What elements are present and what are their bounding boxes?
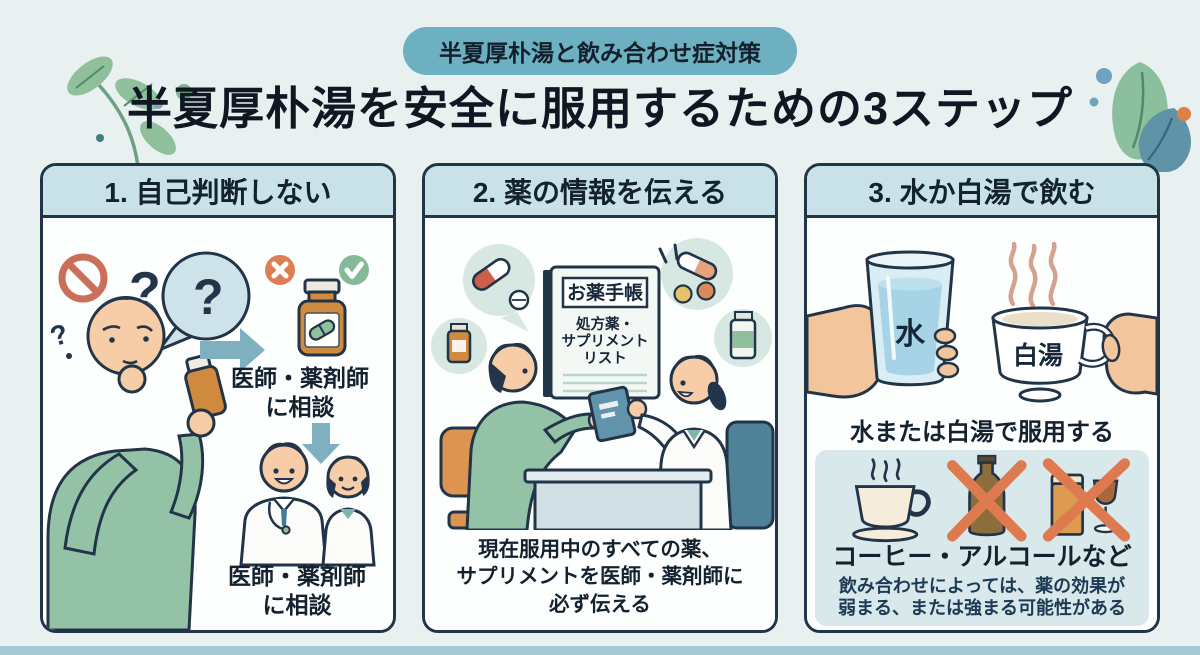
step1-header: 1. 自己判断しない <box>43 166 393 218</box>
medicine-notebook: お薬手帳 処方薬・ サプリメント リスト <box>543 243 679 400</box>
bottle-bubble-right-icon <box>714 309 772 367</box>
svg-text:リスト: リスト <box>583 351 627 367</box>
step1-illustration: ? ? ? <box>46 251 376 630</box>
consult-label-bottom: 医師・薬剤師 に相談 <box>228 563 366 618</box>
desk <box>523 468 713 530</box>
no-drinks-icon <box>1042 458 1131 542</box>
step3-title: 3. 水か白湯で飲む <box>868 176 1096 208</box>
avoid-drinks-box: コーヒー・アルコールなど 飲み合わせによっては、薬の効果が 弱まる、または強まる… <box>815 450 1149 626</box>
decorative-leaf-right-icon <box>1089 62 1191 172</box>
bottom-accent-strip <box>0 646 1200 655</box>
top-badge: 半夏厚朴湯と飲み合わせ症対策 <box>403 27 797 75</box>
step2-header: 2. 薬の情報を伝える <box>425 166 775 218</box>
pill-bubble-right-icon <box>661 238 733 310</box>
step1-body: ? ? ? <box>43 218 393 630</box>
step-panel-3: 3. 水か白湯で飲む 水 <box>804 163 1160 633</box>
thought-bubble-icon: ? <box>157 251 251 352</box>
notebook-title: お薬手帳 <box>567 281 643 304</box>
pharmacist-chair <box>725 420 775 530</box>
step1-title: 1. 自己判断しない <box>104 176 332 208</box>
blue-notebook-icon <box>587 385 637 443</box>
step3-illustration: 水 <box>807 241 1157 403</box>
water-glass-icon: 水 <box>865 250 960 387</box>
pharmacist-person <box>626 354 733 530</box>
avoid-title: コーヒー・アルコールなど <box>832 543 1132 571</box>
hot-water-cup-icon: 白湯 <box>991 306 1121 403</box>
avoid-drinks-icons <box>852 454 1131 543</box>
step-panel-1: 1. 自己判断しない ? ? ? <box>40 163 396 633</box>
cross-icon <box>265 255 295 285</box>
page-title: 半夏厚朴湯を安全に服用するための3ステップ <box>126 83 1074 134</box>
hand-left-icon <box>807 304 883 399</box>
step3-header: 3. 水か白湯で飲む <box>807 166 1157 218</box>
thinking-person <box>46 295 227 630</box>
decorative-leaf-left-icon <box>67 56 192 167</box>
svg-text:?: ? <box>193 269 224 325</box>
no-alcohol-bottle-icon <box>947 454 1027 542</box>
svg-text:サプリメント: サプリメント <box>562 333 649 350</box>
step2-caption: 現在服用中のすべての薬、 サプリメントを医師・薬剤師に 必ず伝える <box>456 538 744 616</box>
step3-caption: 水または白湯で服用する <box>850 419 1114 446</box>
arrow-right-icon <box>200 328 265 372</box>
hot-water-label: 白湯 <box>1013 341 1063 370</box>
coffee-cup-icon <box>852 458 931 543</box>
water-label: 水 <box>895 318 926 351</box>
avoid-note: 飲み合わせによっては、薬の効果が 弱まる、または強まる可能性がある <box>838 575 1126 618</box>
check-icon <box>339 255 369 285</box>
steam-icon <box>1008 241 1058 309</box>
step-panel-2: 2. 薬の情報を伝える <box>422 163 778 633</box>
question-mark-small: ? <box>46 318 72 353</box>
hand-right-icon <box>1102 312 1157 396</box>
arrow-down-icon <box>302 423 340 464</box>
step2-title: 2. 薬の情報を伝える <box>472 176 728 208</box>
patient-person <box>465 342 609 530</box>
step2-body: お薬手帳 処方薬・ サプリメント リスト <box>425 218 775 630</box>
consult-label-top: 医師・薬剤師 に相談 <box>231 365 369 420</box>
step3-body: 水 <box>807 218 1157 630</box>
step2-illustration: お薬手帳 処方薬・ サプリメント リスト <box>431 238 775 530</box>
bottle-bubble-left-icon <box>431 318 487 374</box>
steps-row: 1. 自己判断しない ? ? ? <box>40 163 1160 633</box>
prohibition-icon <box>58 253 108 303</box>
pill-bubble-left-icon <box>463 244 535 332</box>
medicine-bottle-icon <box>297 278 347 357</box>
svg-text:処方薬・: 処方薬・ <box>576 315 634 333</box>
held-bottle-icon <box>184 353 227 420</box>
doctors-illustration <box>239 442 376 567</box>
